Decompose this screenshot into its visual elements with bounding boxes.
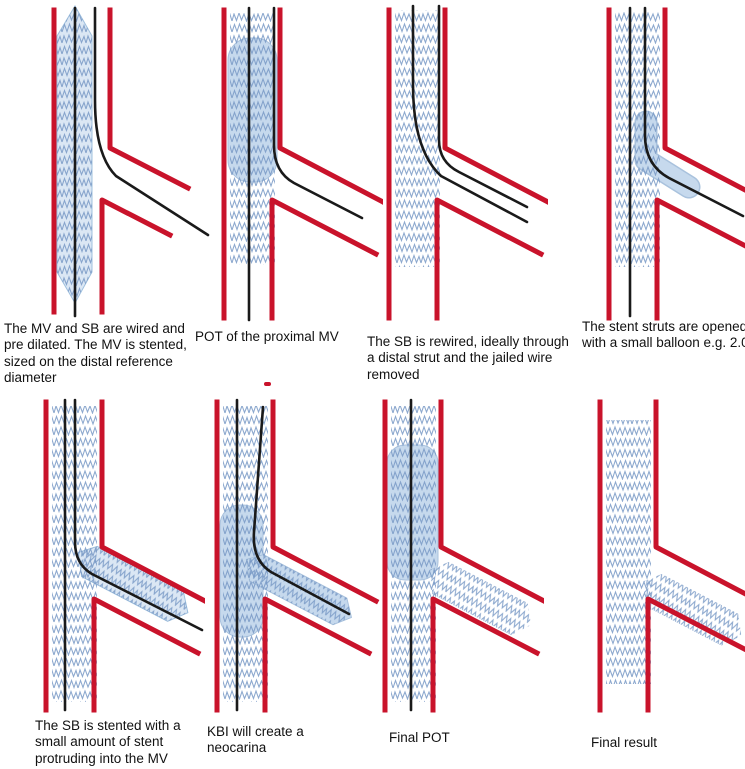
mv-right-wall-lower bbox=[430, 596, 541, 713]
panel-3-caption: The SB is rewired, ideally through a dis… bbox=[367, 334, 569, 382]
sb-wire bbox=[93, 6, 210, 237]
sb-wire bbox=[73, 398, 204, 632]
panel-5-caption: The SB is stented with a small amount of… bbox=[35, 718, 181, 766]
mv-right-wall-lower bbox=[99, 197, 174, 315]
sb-wire bbox=[643, 6, 745, 218]
panel-6-diagram bbox=[214, 398, 380, 713]
mv-right-wall-lower bbox=[269, 197, 380, 321]
shared-pattern-defs bbox=[0, 0, 2, 2]
mv-right-wall-upper bbox=[277, 7, 383, 205]
panel-3-diagram bbox=[386, 4, 548, 321]
mv-right-wall-upper bbox=[270, 399, 380, 605]
panel-5-diagram bbox=[43, 398, 205, 713]
mv-right-wall-lower bbox=[654, 197, 745, 321]
panel-1-diagram bbox=[51, 5, 210, 318]
panel-7-diagram bbox=[382, 398, 544, 713]
sb-stent bbox=[430, 562, 532, 636]
panel-8-caption: Final result bbox=[591, 735, 658, 750]
stray-red-mark bbox=[264, 382, 271, 386]
mv-right-wall-upper bbox=[442, 7, 548, 205]
rewired-sb-wire bbox=[411, 4, 529, 224]
mv-stent bbox=[223, 406, 268, 702]
panel-1-caption: The MV and SB are wired and pre dilated.… bbox=[4, 321, 187, 386]
mv-right-wall-lower bbox=[645, 596, 745, 713]
panel-8-diagram bbox=[597, 399, 745, 713]
mv-stent bbox=[615, 12, 660, 267]
mv-right-wall-upper bbox=[653, 399, 745, 597]
mv-stent bbox=[230, 13, 275, 265]
mv-right-wall-lower bbox=[262, 596, 373, 713]
panel-7-caption: Final POT bbox=[389, 730, 450, 745]
mv-right-wall-upper bbox=[662, 7, 745, 193]
jailed-sb-wire bbox=[437, 4, 529, 209]
mv-right-wall-lower bbox=[434, 197, 545, 321]
mv-stent bbox=[395, 10, 440, 267]
mv-right-wall-upper bbox=[438, 399, 544, 604]
panel-4-diagram bbox=[606, 6, 745, 321]
panel-2-diagram bbox=[221, 6, 383, 322]
mv-stent bbox=[606, 420, 651, 684]
panel-2-caption: POT of the proximal MV bbox=[195, 329, 339, 344]
panel-6-caption: KBI will create a neocarina bbox=[207, 724, 304, 756]
sb-stent bbox=[643, 574, 742, 646]
mv-stent bbox=[391, 406, 436, 702]
mv-right-wall-lower bbox=[91, 596, 202, 713]
mv-right-wall-upper bbox=[107, 7, 192, 192]
sb-wire bbox=[252, 405, 351, 616]
panel-4-caption: The stent struts are opened with a small… bbox=[582, 319, 745, 351]
mv-right-wall-upper bbox=[99, 399, 205, 604]
jailed-sb-wire bbox=[272, 6, 364, 220]
